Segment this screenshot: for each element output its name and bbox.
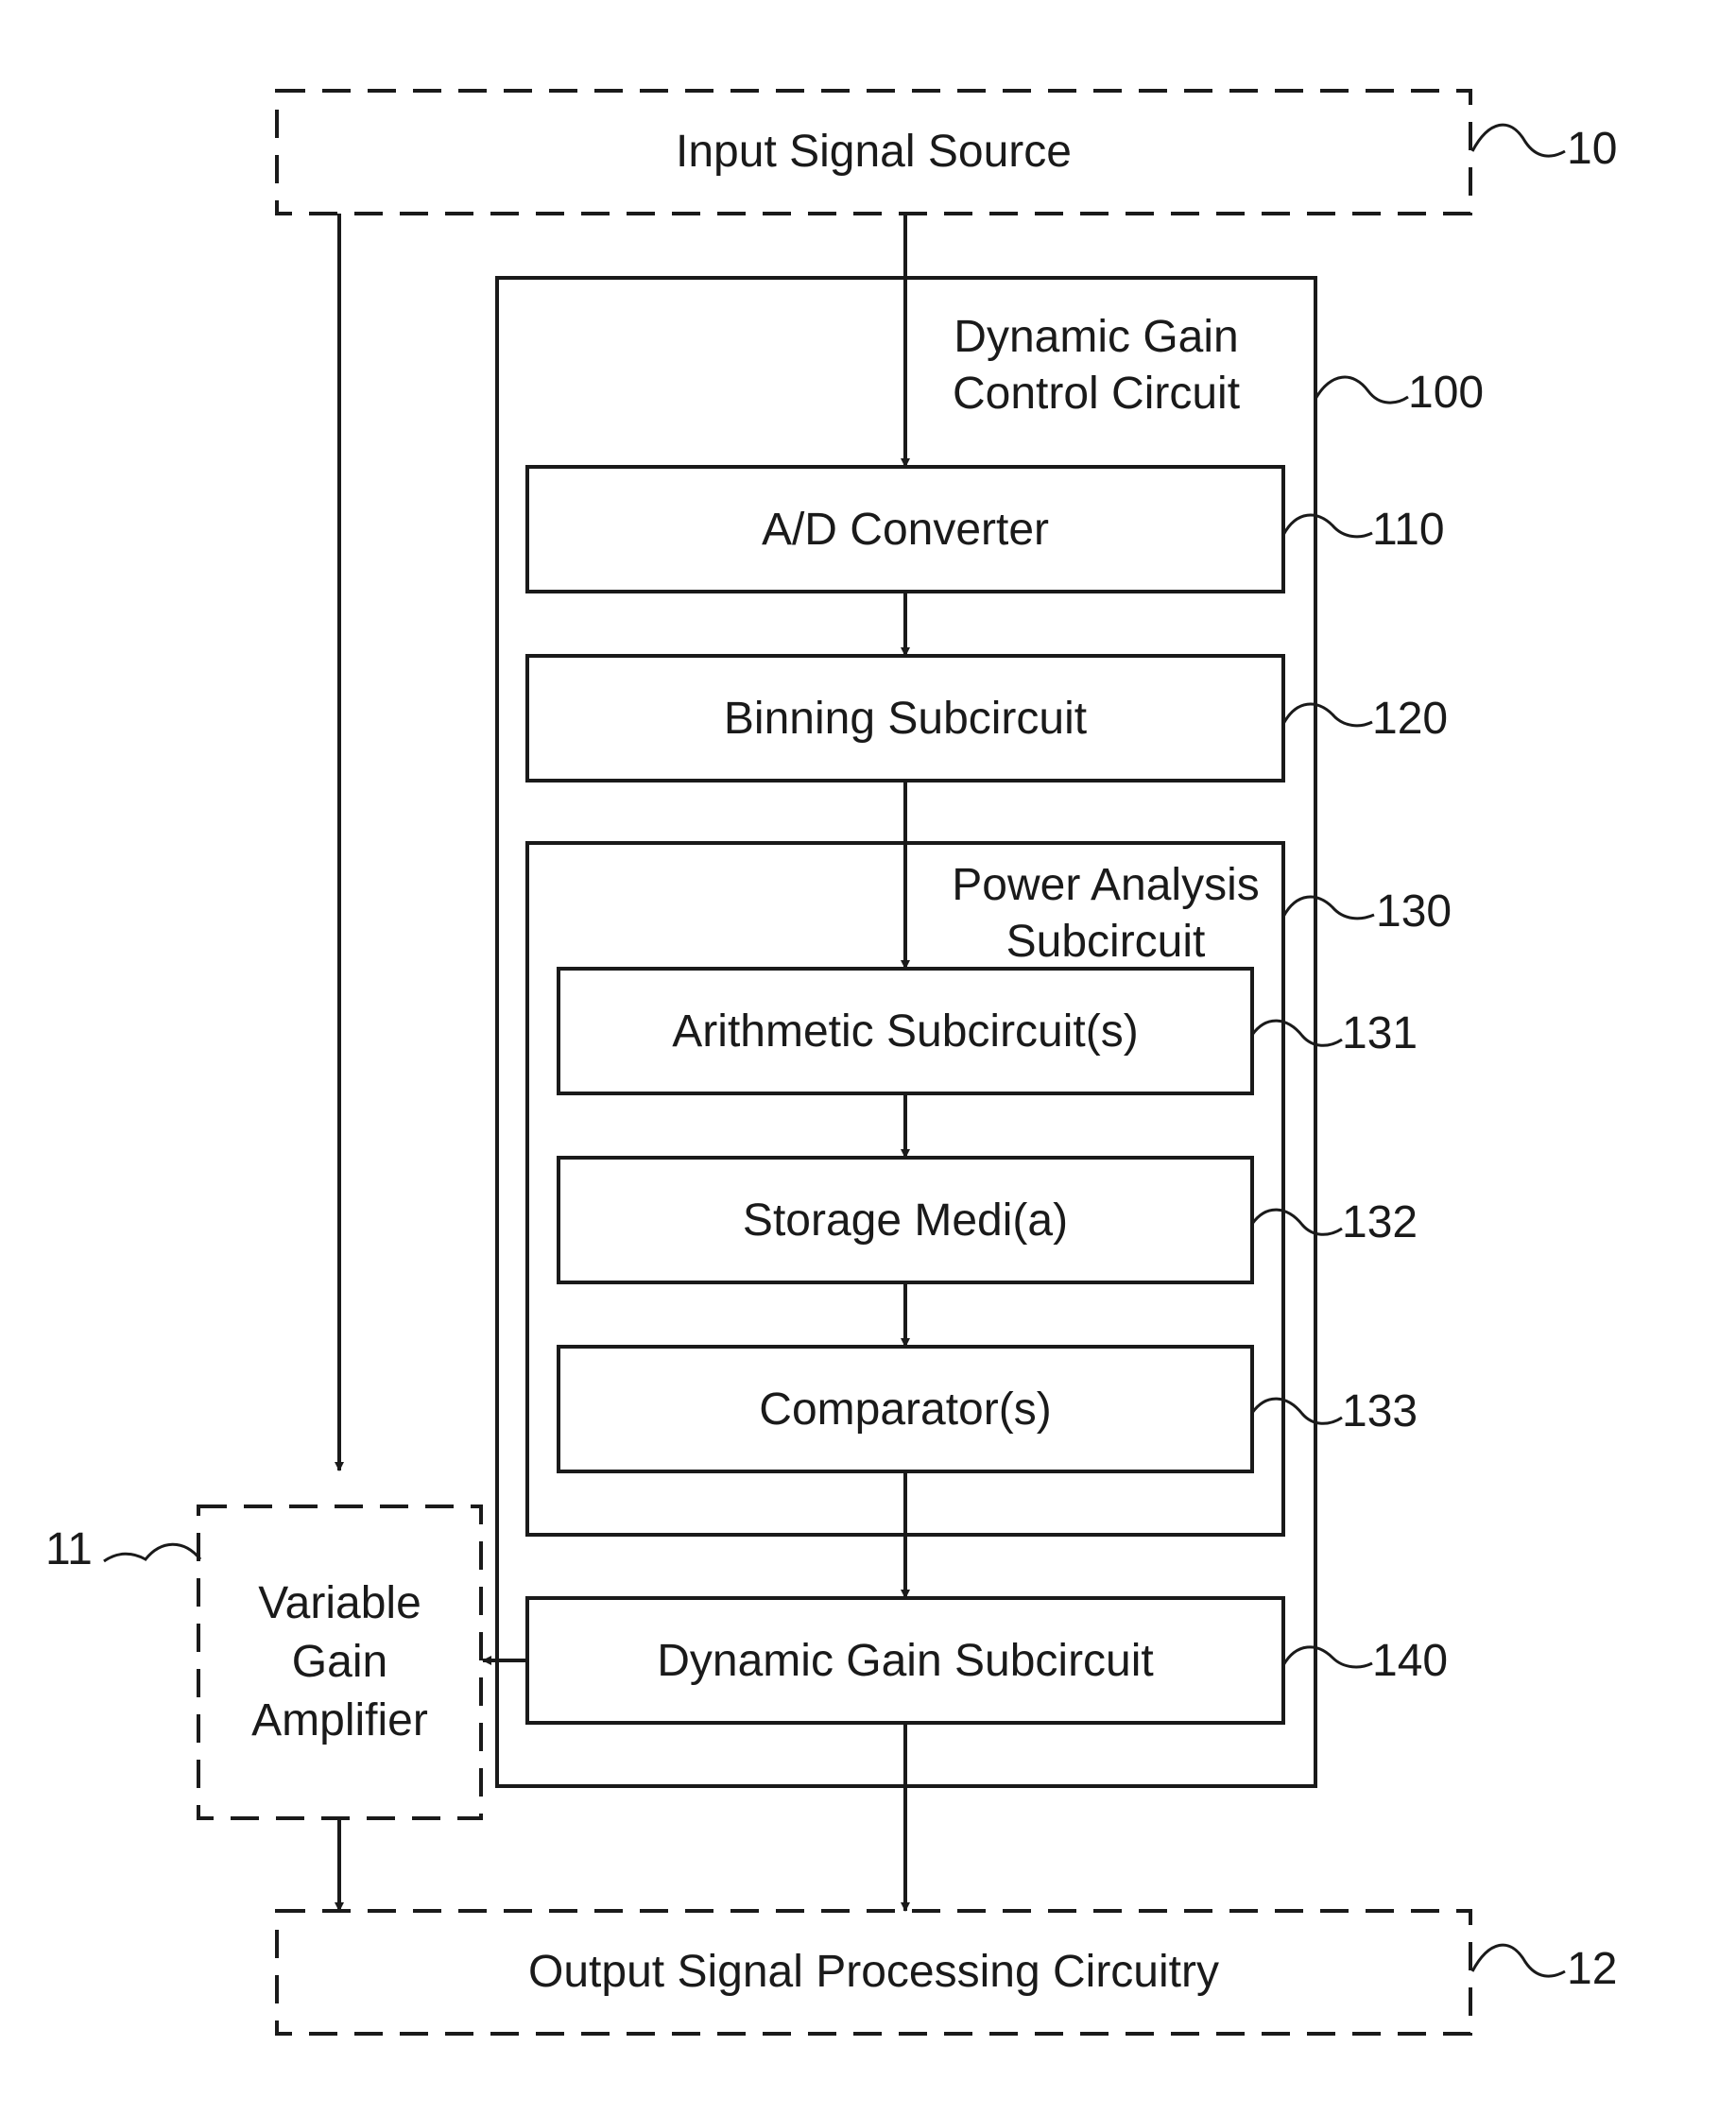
leader-120 [1283, 704, 1372, 726]
dynamic-gain-control-circuit-label-line2: Control Circuit [907, 365, 1285, 422]
variable-gain-amplifier-label-line3: Amplifier [198, 1692, 481, 1749]
leader-11 [104, 1544, 200, 1561]
storage-media-label: Storage Medi(a) [559, 1192, 1252, 1249]
arithmetic-subcircuits-label: Arithmetic Subcircuit(s) [559, 1003, 1252, 1060]
dynamic-gain-subcircuit-label: Dynamic Gain Subcircuit [527, 1632, 1283, 1690]
variable-gain-amplifier-label-line1: Variable [198, 1574, 481, 1632]
leader-130 [1283, 897, 1374, 919]
ref-130: 130 [1376, 886, 1452, 938]
ref-10: 10 [1567, 123, 1617, 176]
leader-110 [1283, 515, 1372, 537]
ref-131: 131 [1342, 1007, 1418, 1060]
ref-11: 11 [45, 1523, 93, 1576]
leader-100 [1315, 377, 1408, 403]
leader-10 [1472, 125, 1565, 156]
leader-12 [1472, 1945, 1565, 1976]
ref-133: 133 [1342, 1385, 1418, 1438]
input-signal-source-label: Input Signal Source [277, 123, 1470, 181]
ref-120: 120 [1372, 693, 1448, 746]
ref-12: 12 [1567, 1943, 1617, 1996]
leader-140 [1283, 1647, 1372, 1667]
leader-132 [1252, 1210, 1342, 1234]
binning-subcircuit-label: Binning Subcircuit [527, 690, 1283, 748]
leader-133 [1252, 1399, 1342, 1423]
ref-110: 110 [1372, 504, 1445, 557]
leader-131 [1252, 1021, 1342, 1045]
ref-100: 100 [1408, 367, 1484, 420]
output-signal-processing-label: Output Signal Processing Circuitry [277, 1943, 1470, 2001]
ref-132: 132 [1342, 1196, 1418, 1249]
ref-140: 140 [1372, 1635, 1448, 1688]
power-analysis-subcircuit-label-line2: Subcircuit [917, 913, 1295, 971]
power-analysis-subcircuit-label-line1: Power Analysis [917, 856, 1295, 914]
variable-gain-amplifier-label-line2: Gain [198, 1633, 481, 1691]
dynamic-gain-control-circuit-label-line1: Dynamic Gain [907, 308, 1285, 366]
ad-converter-label: A/D Converter [527, 501, 1283, 559]
comparators-label: Comparator(s) [559, 1381, 1252, 1438]
